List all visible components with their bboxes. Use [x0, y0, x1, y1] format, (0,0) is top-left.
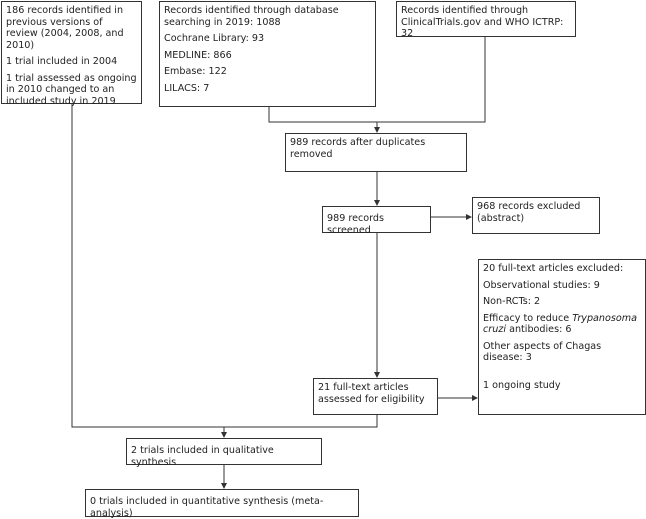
database-search-box: Records identified through database sear…	[159, 1, 376, 107]
fulltext-assessed-box: 21 full-text articles assessed for eligi…	[313, 378, 438, 415]
after-duplicates-text: 989 records after duplicates removed	[290, 137, 426, 160]
fulltext-assessed-text: 21 full-text articles assessed for eligi…	[318, 382, 425, 405]
after-duplicates-box: 989 records after duplicates removed	[285, 133, 467, 172]
qualitative-text: 2 trials included in qualitative synthes…	[131, 445, 274, 468]
excluded-abstract-text: 968 records excluded (abstract)	[477, 201, 581, 224]
database-embase-text: Embase: 122	[164, 66, 227, 77]
ongoing-study-text: 1 ongoing study	[483, 379, 561, 391]
species-name: Trypanosoma cruzi	[483, 312, 637, 336]
database-cochrane-text: Cochrane Library: 93	[164, 33, 265, 44]
previous-ongoing-text: 1 trial assessed as ongoing in 2010 chan…	[6, 72, 137, 107]
connector-database-merge	[268, 107, 377, 123]
previous-included-text: 1 trial included in 2004	[6, 56, 118, 67]
quantitative-synthesis-box: 0 trials included in quantitative synthe…	[85, 489, 359, 519]
fulltext-excluded-box: 20 full-text articles excluded: Observat…	[478, 259, 646, 415]
efficacy-antibodies-text: Efficacy to reduce Trypanosoma cruzi ant…	[483, 313, 641, 336]
previous-records-text: 186 records identified in previous versi…	[6, 5, 124, 51]
qualitative-synthesis-box: 2 trials included in qualitative synthes…	[126, 438, 322, 468]
efficacy-suffix: antibodies: 6	[506, 324, 572, 335]
quantitative-text: 0 trials included in quantitative synthe…	[90, 496, 324, 519]
database-total-text: Records identified through database sear…	[164, 5, 339, 28]
database-medline-text: MEDLINE: 866	[164, 49, 232, 61]
efficacy-prefix: Efficacy to reduce	[483, 312, 573, 324]
connector-previous-merge	[71, 104, 224, 428]
connector-registries-merge	[377, 37, 486, 123]
registries-text: Records identified through ClinicalTrial…	[401, 5, 564, 39]
excluded-abstract-box: 968 records excluded (abstract)	[472, 197, 600, 234]
other-aspects-text: Other aspects of Chagas disease: 3	[483, 340, 602, 364]
connector-fulltext-merge	[224, 415, 378, 428]
observational-studies-text: Observational studies: 9	[483, 279, 600, 291]
previous-review-box: 186 records identified in previous versi…	[1, 1, 142, 107]
registries-box: Records identified through ClinicalTrial…	[396, 1, 576, 39]
non-rcts-text: Non-RCTs: 2	[483, 296, 541, 307]
screened-box: 989 records screened	[322, 206, 431, 236]
fulltext-excluded-heading: 20 full-text articles excluded:	[483, 263, 624, 274]
database-lilacs-text: LILACS: 7	[164, 82, 210, 94]
screened-text: 989 records screened	[327, 213, 385, 236]
